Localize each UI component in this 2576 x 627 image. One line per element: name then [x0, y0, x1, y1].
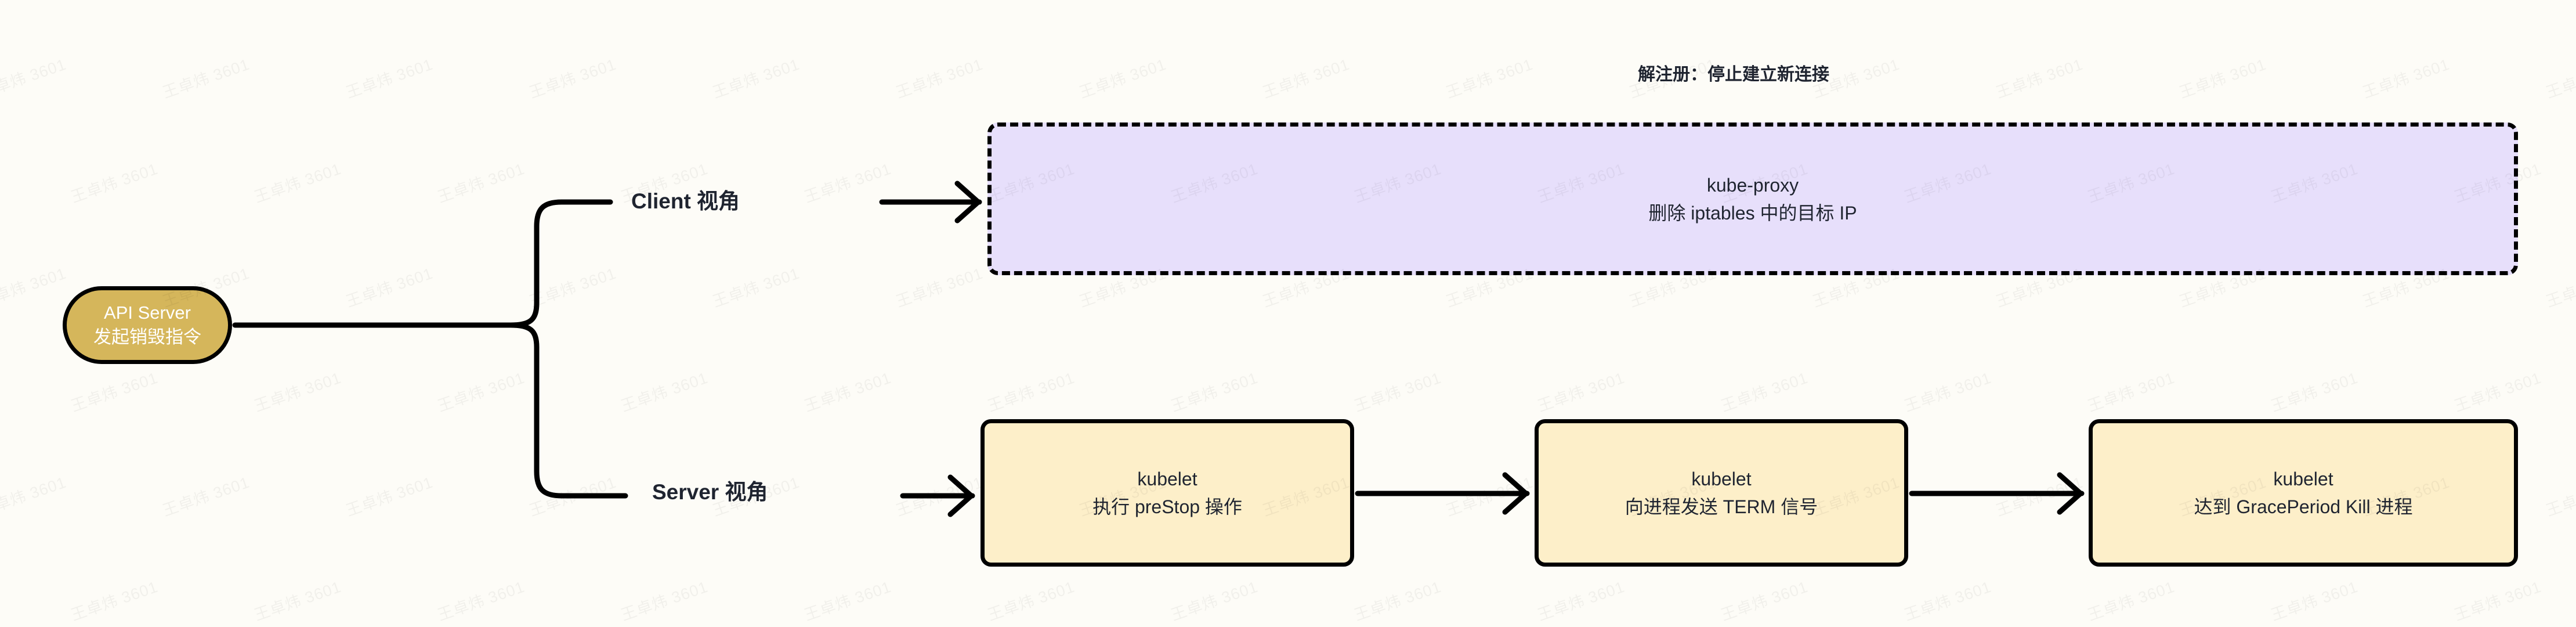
section-title: 解注册：停止建立新连接	[1638, 65, 1829, 84]
branch-label-client: Client 视角	[631, 189, 740, 213]
node-kubelet-term-signal[interactable]: kubelet 向进程发送 TERM 信号	[1535, 419, 1908, 567]
node-kubelet-prestop[interactable]: kubelet 执行 preStop 操作	[981, 419, 1354, 567]
branch-label-server: Server 视角	[652, 480, 768, 504]
server-arrow-head	[947, 474, 974, 517]
node-kubelet-term-signal-line2: 向进程发送 TERM 信号	[1625, 496, 1818, 517]
client-arrow-head	[954, 181, 981, 224]
node-kube-proxy-line1: kube-proxy	[1706, 174, 1799, 196]
node-kubelet-graceperiod-kill[interactable]: kubelet 达到 GracePeriod Kill 进程	[2089, 419, 2518, 567]
node-api-server-line1: API Server	[104, 302, 191, 323]
node-kubelet-prestop-line1: kubelet	[1137, 469, 1197, 489]
node-kubelet-prestop-line2: 执行 preStop 操作	[1092, 496, 1242, 517]
node-kube-proxy[interactable]: kube-proxy 删除 iptables 中的目标 IP	[987, 122, 2518, 275]
node-kubelet-graceperiod-kill-line1: kubelet	[2273, 469, 2333, 489]
node-api-server-line2: 发起销毁指令	[93, 327, 201, 347]
kubelet1-to-kubelet2-head	[1502, 472, 1529, 515]
node-kube-proxy-line2: 删除 iptables 中的目标 IP	[1648, 202, 1857, 224]
node-kubelet-term-signal-line1: kubelet	[1691, 469, 1752, 489]
fork-upper-connector	[508, 199, 613, 328]
node-api-server[interactable]: API Server 发起销毁指令	[63, 286, 232, 364]
kubelet2-to-kubelet3-head	[2057, 472, 2083, 515]
fork-lower-connector	[508, 322, 628, 499]
node-kubelet-graceperiod-kill-line2: 达到 GracePeriod Kill 进程	[2194, 496, 2413, 517]
